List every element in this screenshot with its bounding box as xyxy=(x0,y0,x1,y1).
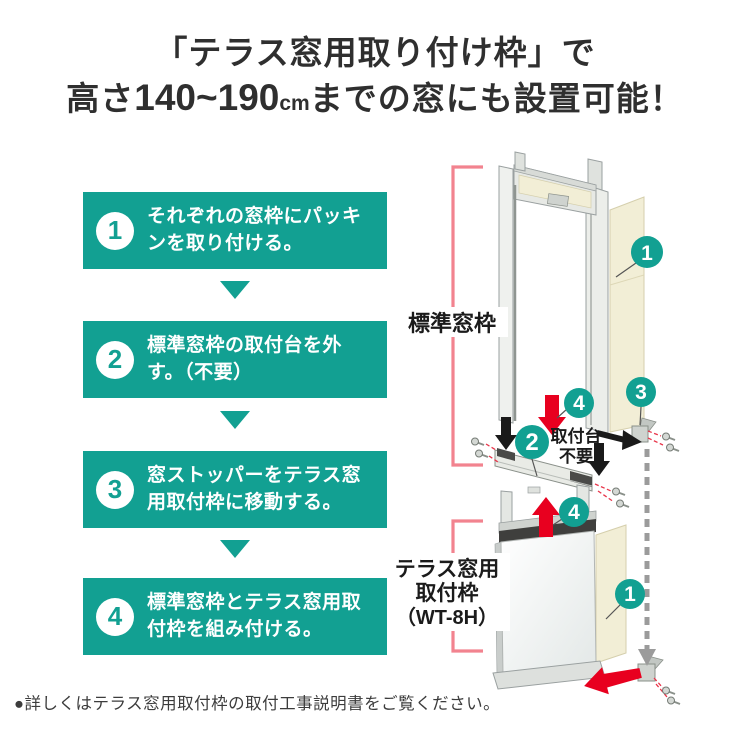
step-arrow-down-icon xyxy=(220,411,250,429)
svg-text:（WT-8H）: （WT-8H） xyxy=(396,606,498,629)
screw-icon xyxy=(666,696,681,705)
packing-strip-bottom xyxy=(595,524,627,664)
svg-text:1: 1 xyxy=(624,583,636,606)
black-right-arrow-icon xyxy=(596,430,642,450)
leader-line xyxy=(615,262,637,278)
base-screws-right xyxy=(594,483,630,508)
step-4-box: 4 標準窓枠とテラス窓用取付枠を組み付ける。 xyxy=(83,578,387,655)
installation-diagram: 1 3 4 2 4 1 標準窓枠 テラス窓用 取付枠 （WT-8H） 取付台 不… xyxy=(390,151,681,705)
svg-text:1: 1 xyxy=(641,242,653,265)
step-3-number-badge: 3 xyxy=(96,470,134,509)
step-3-text: 窓ストッパーをテラス窓用取付枠に移動する。 xyxy=(147,464,362,513)
step-2-box: 2 標準窓枠の取付台を外す。（不要） xyxy=(83,321,387,398)
title-line-1: 「テラス窓用取り付け枠」で xyxy=(154,34,596,71)
step-2-number-badge: 2 xyxy=(96,340,134,379)
dashed-path-arrowhead-icon xyxy=(638,649,656,666)
badge-2-icon: 2 xyxy=(515,425,549,459)
screw-icon xyxy=(665,443,680,452)
svg-text:取付枠: 取付枠 xyxy=(416,581,479,605)
screw-icon xyxy=(474,449,489,458)
leader-line xyxy=(639,406,642,426)
window-stopper-part-top xyxy=(631,417,680,452)
svg-text:2: 2 xyxy=(525,429,538,456)
step-4-text: 標準窓枠とテラス窓用取付枠を組み付ける。 xyxy=(147,591,362,640)
window-stopper-part-bottom xyxy=(637,655,681,705)
step-arrow-down-icon xyxy=(220,281,250,299)
title-height-unit: cm xyxy=(279,92,310,115)
leader-line xyxy=(556,408,568,419)
label-plate xyxy=(396,307,508,337)
svg-text:4: 4 xyxy=(573,392,585,415)
badge-4-top-icon: 4 xyxy=(564,388,594,418)
screw-icon xyxy=(661,686,676,695)
label-plate xyxy=(390,553,510,631)
move-down-path xyxy=(638,449,656,666)
screw-icon xyxy=(470,437,485,446)
standard-frame-label: 標準窓枠 xyxy=(408,311,496,336)
black-down-arrow-icon xyxy=(495,417,517,450)
step-1-number-badge: 1 xyxy=(96,211,134,250)
svg-text:4: 4 xyxy=(568,501,580,524)
base-screws-left xyxy=(470,437,499,463)
svg-text:不要: 不要 xyxy=(559,447,593,466)
step-1-box: 1 それぞれの窓枠にパッキンを取り付ける。 xyxy=(83,192,387,269)
footnote: ●詳しくはテラス窓用取付枠の取付工事説明書をご覧ください。 xyxy=(14,695,501,713)
screw-icon xyxy=(615,499,630,508)
step-arrow-down-icon xyxy=(220,540,250,558)
step-2-text: 標準窓枠の取付台を外す。（不要） xyxy=(147,334,343,383)
badge-1-bottom-icon: 1 xyxy=(615,579,645,609)
leader-line xyxy=(531,458,538,477)
title-height-prefix: 高さ xyxy=(66,80,135,117)
title-suffix: までの窓にも設置可能！ xyxy=(309,80,684,117)
badge-4-bottom-icon: 4 xyxy=(559,497,589,527)
badge-1-top-icon: 1 xyxy=(631,236,663,268)
screw-icon xyxy=(611,487,626,496)
title-line-2: 高さ140~190cmまでの窓にも設置可能！ xyxy=(0,75,750,126)
title-block: 「テラス窓用取り付け枠」で 高さ140~190cmまでの窓にも設置可能！ xyxy=(0,30,750,126)
title-height-range: 140~190 xyxy=(134,77,280,118)
step-3-box: 3 窓ストッパーをテラス窓用取付枠に移動する。 xyxy=(83,451,387,528)
svg-text:3: 3 xyxy=(635,381,647,404)
step-1-text: それぞれの窓枠にパッキンを取り付ける。 xyxy=(147,205,362,254)
red-left-arrow-icon xyxy=(584,667,642,695)
badge-3-icon: 3 xyxy=(626,377,656,407)
leader-line xyxy=(605,603,622,620)
terrace-frame-label: テラス窓用 取付枠 （WT-8H） xyxy=(395,557,500,629)
standard-frame-drawing xyxy=(498,151,645,434)
leader-line xyxy=(552,518,563,526)
screw-icon xyxy=(661,432,676,441)
mount-base-callout: 取付台 不要 xyxy=(551,426,602,466)
svg-text:取付台: 取付台 xyxy=(551,426,602,446)
step-4-number-badge: 4 xyxy=(96,597,134,636)
svg-text:テラス窓用: テラス窓用 xyxy=(395,557,500,581)
